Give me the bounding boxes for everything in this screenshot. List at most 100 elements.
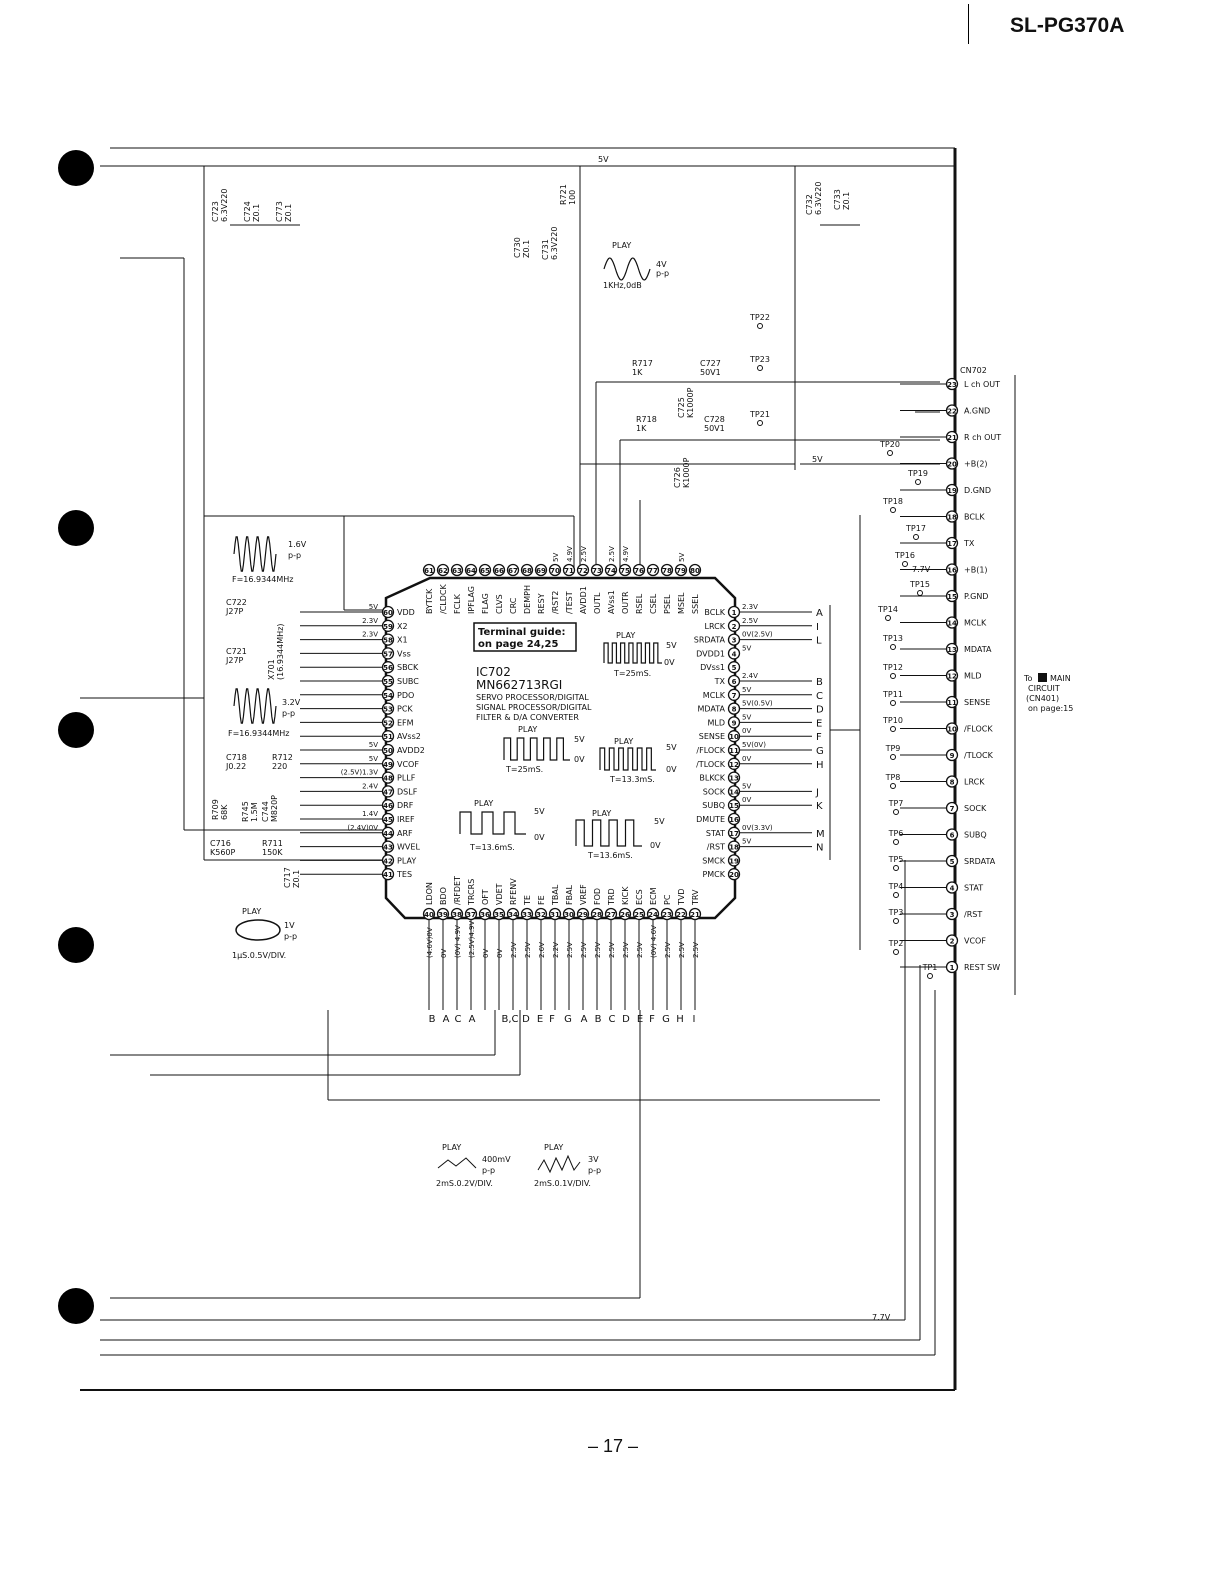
pin-voltage: 0V(2.5V)	[742, 631, 773, 639]
component-value-c724: Z0.1	[252, 204, 261, 222]
pin-number: 65	[480, 567, 490, 575]
component-value-c730: Z0.1	[522, 240, 531, 258]
pin-voltage: 2.5V	[692, 942, 700, 958]
pin-name: AVss1	[607, 590, 616, 614]
pin-12: 12	[727, 757, 741, 770]
test-point-label: TP18	[882, 497, 903, 506]
ic-description: SERVO PROCESSOR/DIGITAL	[476, 693, 589, 702]
pin-name: PLLF	[397, 774, 416, 783]
pin-75: 75	[618, 563, 632, 577]
pin-voltage: 5V	[369, 755, 378, 763]
pin-65: 65	[478, 563, 492, 577]
cn702-pin-18: 18	[945, 510, 959, 523]
pin-voltage: 5V	[678, 553, 686, 562]
pin-name: FE	[537, 895, 546, 905]
waveform-trace	[437, 1157, 477, 1169]
component-ref-c732: C732	[805, 194, 814, 215]
test-point	[893, 865, 899, 871]
pin-name: BYTCK	[425, 588, 434, 614]
pin-name: DMUTE	[696, 815, 725, 824]
pin-number: 25	[634, 911, 644, 919]
pin-name: LRCK	[705, 622, 726, 631]
pin-name: TES	[396, 870, 412, 879]
pin-name: MSEL	[677, 592, 686, 614]
bus-letter: B	[816, 677, 823, 688]
test-point	[893, 892, 899, 898]
pin-voltage: (2.5V)4.9V	[468, 920, 476, 958]
pin-name: RSEL	[635, 593, 644, 614]
pin-name: RFENV	[509, 878, 518, 905]
pin-number: 20	[729, 871, 739, 879]
pin-voltage: 2.4V	[362, 782, 378, 790]
pin-71: 71	[562, 563, 576, 577]
test-point-label: TP9	[885, 744, 901, 753]
cn702-pin-label: SRDATA	[964, 857, 996, 866]
test-point	[893, 839, 899, 845]
waveform-trace	[603, 642, 662, 664]
pin-name: FOD	[593, 888, 602, 905]
pin-number: 41	[383, 871, 393, 879]
cn702-pin-23: 23	[945, 377, 959, 391]
pin-74: 74	[604, 563, 618, 577]
pin-37: 37	[464, 907, 478, 921]
pin-number: 8	[950, 779, 955, 787]
pin-number: 26	[620, 911, 630, 919]
component-ref-r709: R709	[211, 799, 220, 820]
pin-number: 8	[732, 706, 737, 714]
waveform-label: p-p	[284, 932, 297, 941]
pin-voltage: 0V	[482, 949, 490, 958]
waveform-trace	[599, 747, 656, 771]
pin-name: OUTL	[593, 592, 602, 614]
pin-name: FCLK	[453, 593, 462, 614]
pin-number: 35	[494, 911, 504, 919]
component-ref-c716: C716	[210, 839, 231, 848]
cn702-pin-label: +B(1)	[964, 566, 988, 575]
pin-number: 16	[729, 816, 739, 824]
pin-30: 30	[562, 907, 576, 921]
pin-number: 47	[383, 788, 393, 796]
test-point-label: TP13	[882, 634, 903, 643]
pin-34: 34	[506, 907, 520, 921]
component-value-c744: M820P	[270, 795, 279, 822]
pin-number: 33	[522, 911, 532, 919]
pin-number: 18	[947, 514, 957, 522]
pin-number: 31	[550, 911, 560, 919]
pin-51: 51	[381, 730, 395, 743]
pin-name: SRDATA	[694, 636, 726, 645]
pin-name: PLAY	[397, 856, 416, 865]
test-point	[757, 365, 763, 371]
pin-number: 15	[729, 802, 739, 810]
pin-63: 63	[450, 563, 464, 577]
pin-number: 7	[732, 692, 737, 700]
pin-name: OUTR	[621, 591, 630, 614]
pin-name: IPFLAG	[467, 586, 476, 614]
pin-voltage: 4.9V	[622, 546, 630, 562]
cn702-pin-7: 7	[945, 801, 959, 815]
pin-number: 11	[729, 747, 739, 755]
pin-77: 77	[646, 563, 660, 577]
pin-voltage: 0V	[742, 727, 751, 735]
pin-voltage: 2.5V	[580, 942, 588, 958]
waveform-label: T=13.6mS.	[469, 843, 515, 852]
pin-number: 10	[947, 726, 957, 734]
test-point	[757, 420, 763, 426]
pin-number: 50	[383, 747, 393, 755]
test-point	[890, 783, 896, 789]
component-ref-c717: C717	[283, 867, 292, 888]
bus-letter: E	[816, 718, 822, 729]
pin-name: PMCK	[702, 870, 725, 879]
pin-voltage: 2.5V	[622, 942, 630, 958]
pin-54: 54	[381, 688, 395, 701]
pin-16: 16	[727, 812, 741, 826]
pin-number: 73	[592, 567, 602, 575]
cn702-pin-12: 12	[945, 669, 959, 682]
pin-name: Vss	[397, 649, 411, 658]
pin-voltage: 2.6V	[538, 942, 546, 958]
component-value-c773: Z0.1	[284, 204, 293, 222]
pin-62: 62	[436, 563, 450, 577]
component-value-c725: K1000P	[686, 387, 695, 418]
cn702-pin-label: MDATA	[964, 645, 992, 654]
pin-32: 32	[534, 907, 548, 921]
test-point-label: TP17	[905, 524, 926, 533]
pin-voltage: 2.5V	[608, 546, 616, 562]
